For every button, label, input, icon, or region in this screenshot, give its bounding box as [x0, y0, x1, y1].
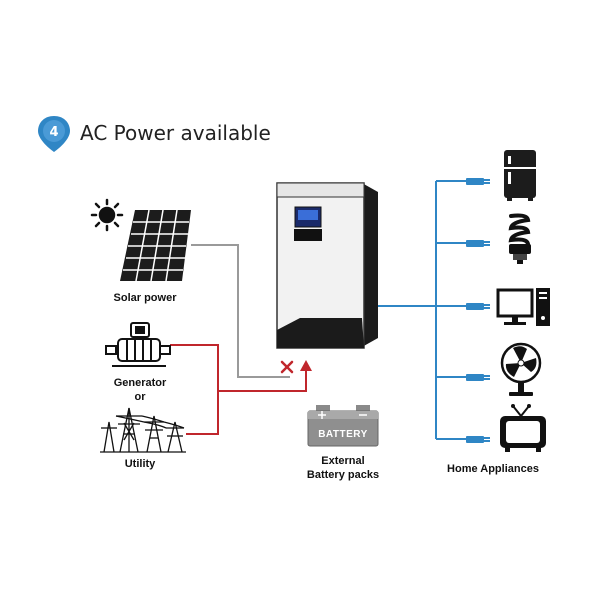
- battery-device-text: BATTERY: [318, 429, 368, 440]
- fan-icon: [500, 342, 542, 396]
- or-label: or: [134, 391, 146, 403]
- utility-label: Utility: [124, 458, 156, 470]
- inverter-icon: [276, 182, 378, 349]
- battery-label-line1: External: [321, 455, 365, 467]
- television-icon: [500, 404, 546, 452]
- solar-power-label: Solar power: [113, 292, 177, 304]
- ac-input-arrow-icon: [300, 360, 312, 371]
- step-number: 4: [49, 125, 58, 140]
- utility-wire: [186, 391, 219, 435]
- sun-icon: [90, 198, 124, 232]
- generator-label: Generator: [113, 377, 167, 389]
- light-bulb-icon: [508, 213, 531, 264]
- battery-label-line2: Battery packs: [306, 469, 380, 481]
- page-title: AC Power available: [80, 121, 271, 145]
- plug-icons: [466, 178, 490, 443]
- battery-icon: BATTERY: [307, 405, 379, 447]
- home-appliances-label: Home Appliances: [447, 463, 539, 475]
- solar-blocked-x-icon: [280, 360, 294, 374]
- solar-panel-icon: [120, 209, 191, 282]
- output-wiring: [375, 180, 470, 440]
- computer-icon: [496, 288, 550, 326]
- utility-pylon-icon: [100, 407, 186, 453]
- generator-icon: [105, 322, 171, 367]
- step-badge-icon: 4: [38, 116, 70, 152]
- solar-wire: [191, 244, 290, 378]
- refrigerator-icon: [504, 150, 536, 201]
